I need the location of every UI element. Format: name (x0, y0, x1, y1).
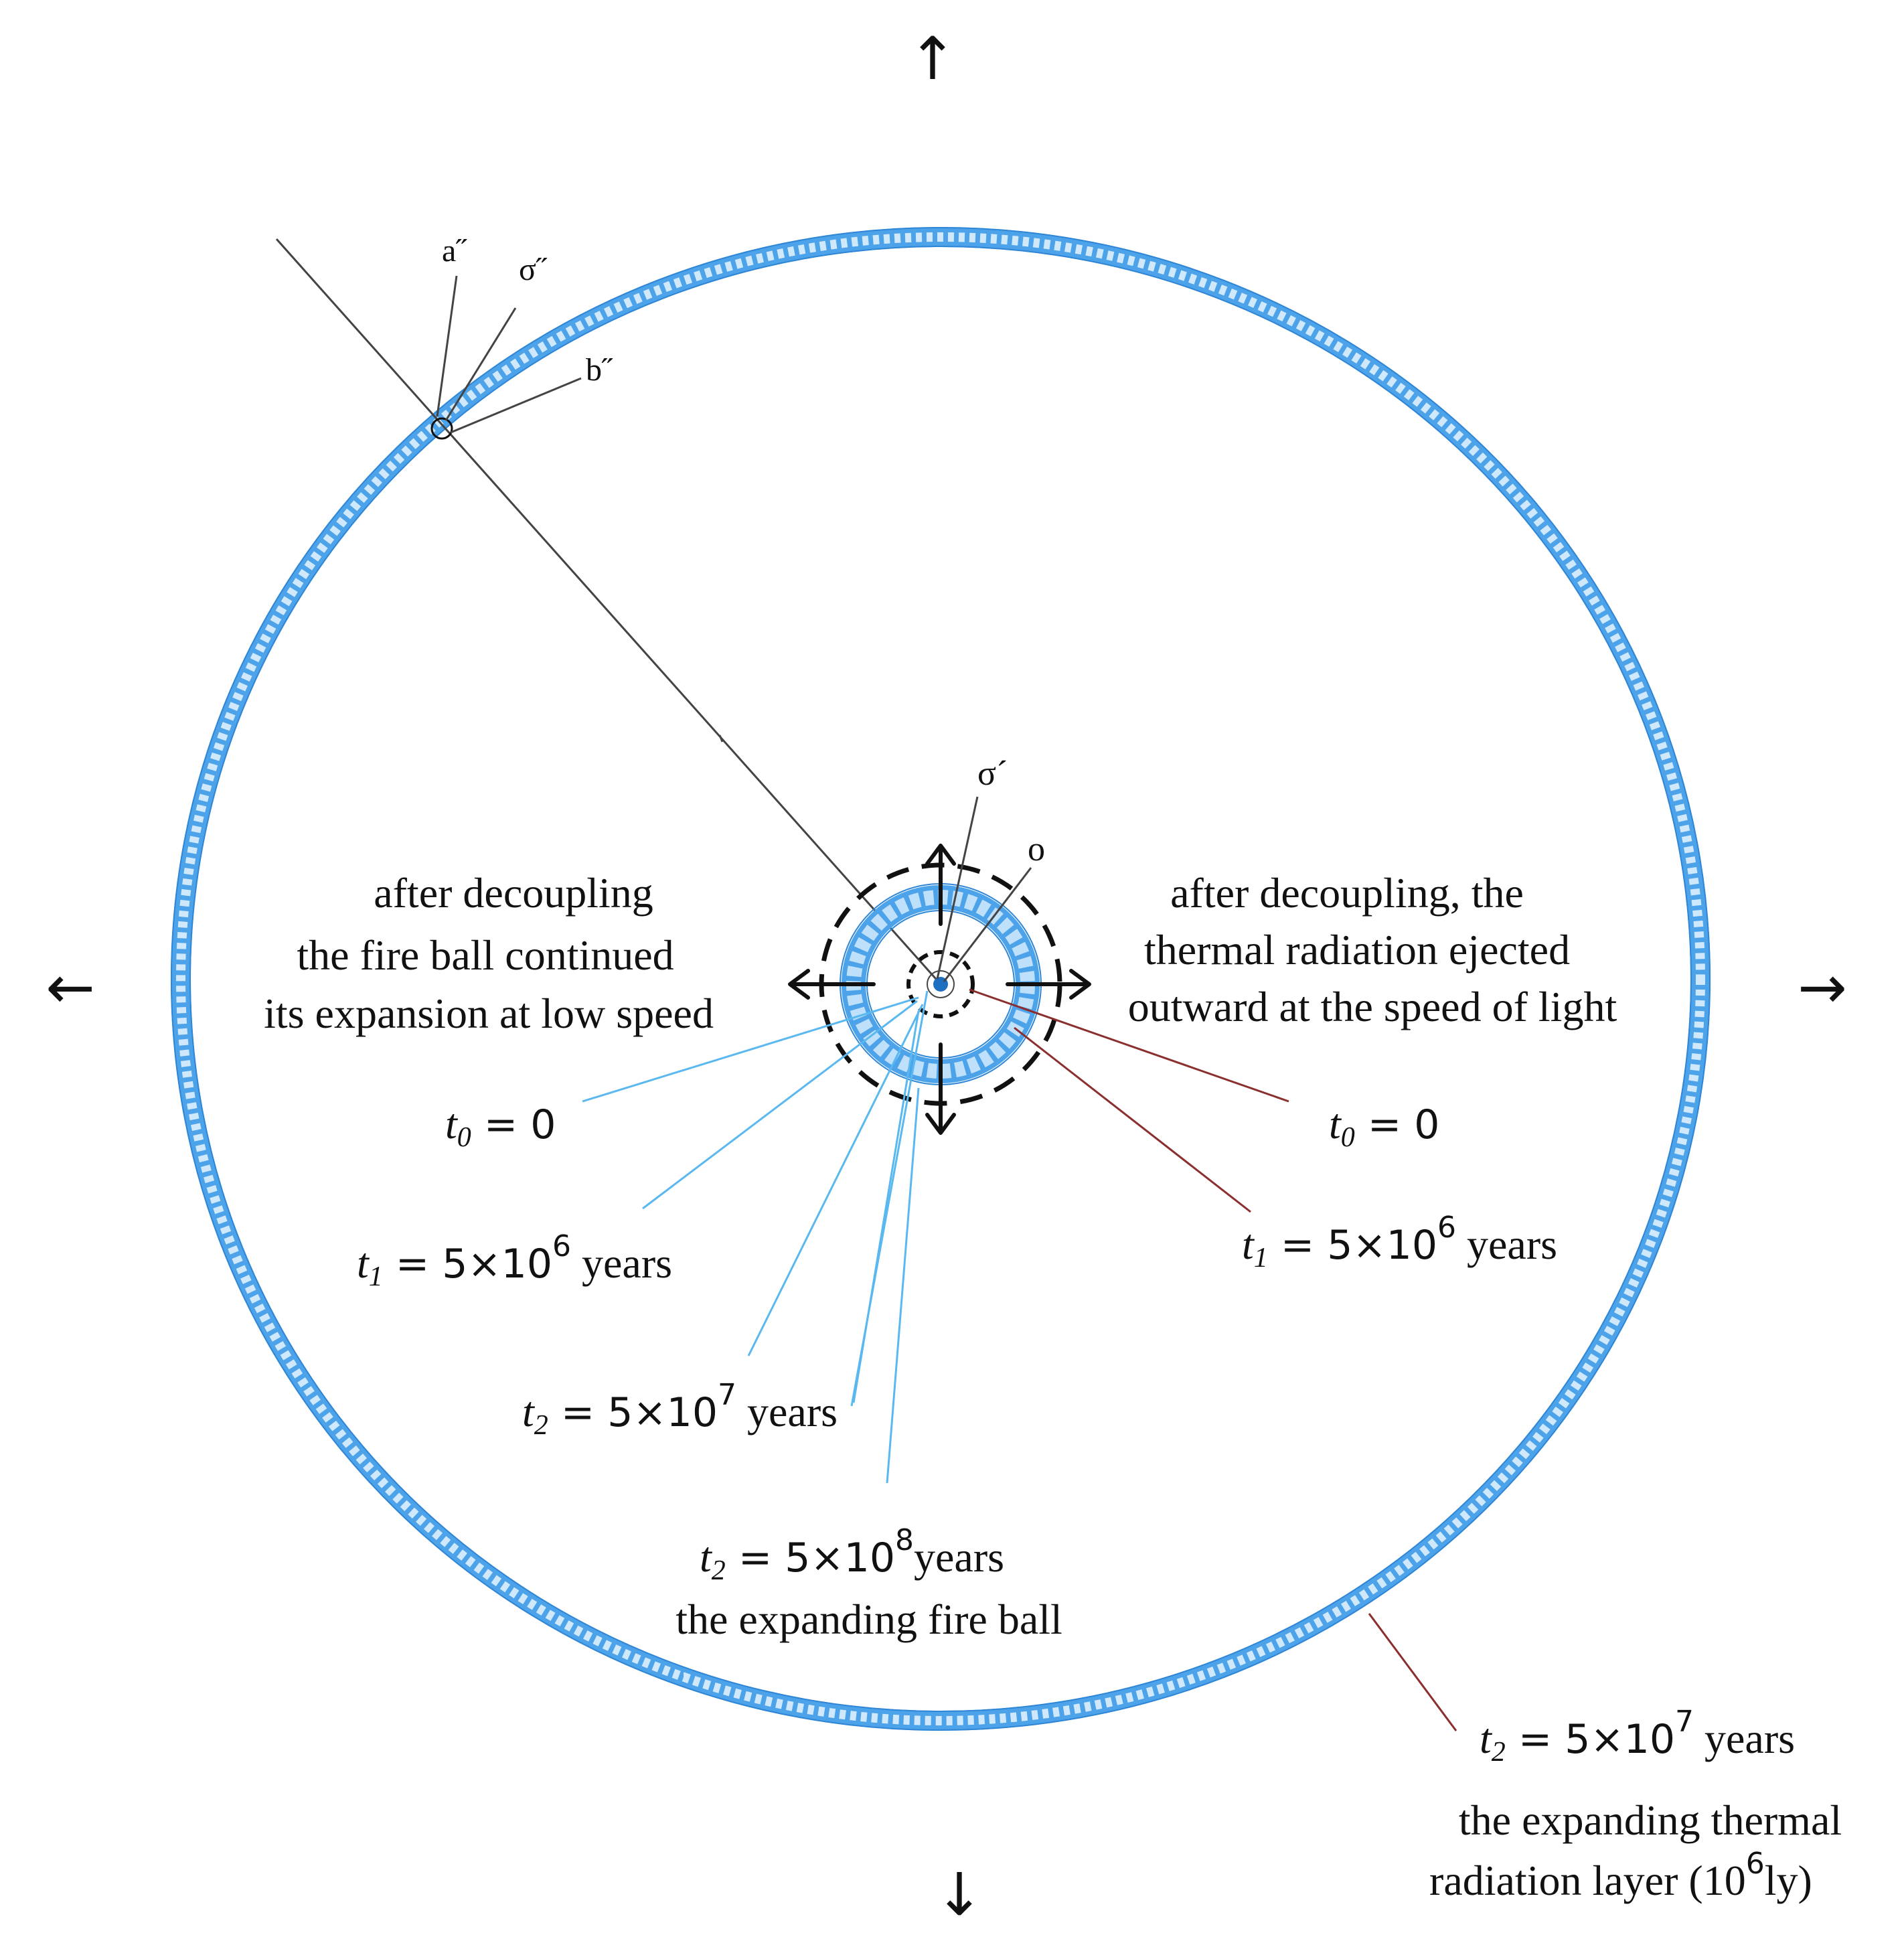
right-t0-label: t0 = 0 (1329, 1100, 1439, 1153)
right-t1-label: t1 = 5×106 years (1242, 1211, 1557, 1273)
outer-observer-circle (430, 417, 453, 440)
center-arrows (788, 844, 1091, 1135)
thermal-radiation-layer-ring (171, 227, 1711, 1731)
point-o2-label: σ˝ (519, 252, 548, 287)
radial-sight-line (275, 238, 942, 985)
bottom-caption-line1: the expanding thermal (1459, 1796, 1842, 1844)
point-a2-leader (436, 275, 458, 417)
arrow-left: ← (46, 953, 95, 1022)
point-o2-leader (445, 307, 517, 421)
center-t2-label: t2 = 5×108years (700, 1523, 1004, 1586)
arrow-down: ↓ (935, 1860, 984, 1929)
left-t0-label: t0 = 0 (445, 1100, 556, 1153)
left-note: after decoupling the fire ball continued… (264, 869, 714, 1037)
fireball-leader-lines (582, 990, 929, 1484)
center-inner-marker (927, 970, 955, 998)
point-a2-label: a˝ (442, 233, 467, 268)
arrow-right: → (1798, 953, 1847, 1022)
right-note: after decoupling, the thermal radiation … (1128, 869, 1617, 1030)
inner-dashed-circle (906, 950, 975, 1018)
point-o1-label: σ´ (977, 755, 1008, 793)
bottom-t2-label: t2 = 5×107 years (1480, 1705, 1795, 1768)
point-o-label: o (1028, 830, 1045, 868)
point-b2-leader (450, 377, 582, 434)
radiation-leader-lines (969, 988, 1457, 1731)
point-o-leader (943, 867, 1032, 982)
left-t1-label: t1 = 5×106 years (357, 1229, 672, 1292)
arrow-up: ↑ (908, 24, 957, 93)
point-o1-leader (936, 796, 979, 980)
radial-tick-mark (718, 734, 724, 743)
center-caption: the expanding fire ball (676, 1596, 1062, 1643)
bottom-caption-line2: radiation layer (106ly) (1429, 1847, 1812, 1904)
left-t2-label: t2 = 5×107 years (522, 1378, 838, 1441)
point-b2-label: b˝ (586, 352, 613, 388)
